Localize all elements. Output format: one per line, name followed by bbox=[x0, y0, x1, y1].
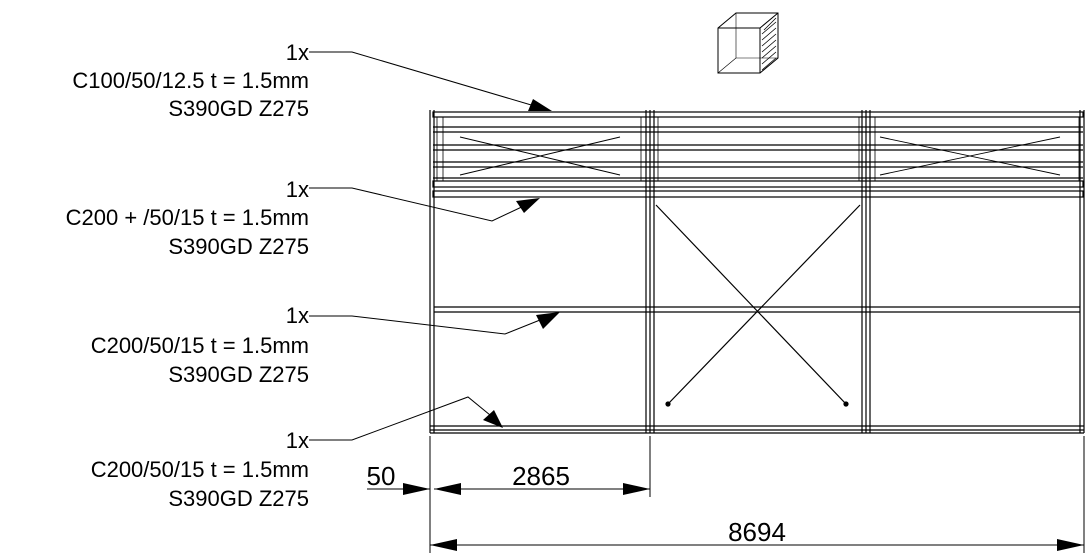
dim-offset-value: 50 bbox=[367, 461, 396, 491]
callout-4-material: S390GD Z275 bbox=[168, 486, 309, 511]
callout-3-leader bbox=[309, 315, 546, 335]
callout-3-profile: C200/50/15 t = 1.5mm bbox=[91, 333, 309, 358]
callout-2: 1x C200 + /50/15 t = 1.5mm S390GD Z275 bbox=[66, 177, 540, 259]
callout-4: 1x C200/50/15 t = 1.5mm S390GD Z275 bbox=[91, 396, 503, 511]
callout-1-qty: 1x bbox=[286, 40, 309, 65]
callout-3: 1x C200/50/15 t = 1.5mm S390GD Z275 bbox=[91, 303, 560, 387]
callout-4-arrowhead bbox=[483, 410, 503, 428]
callout-3-arrowhead bbox=[536, 312, 560, 329]
base-rail bbox=[430, 425, 1084, 434]
dimension-lines bbox=[367, 436, 1085, 553]
callout-4-leader bbox=[309, 396, 491, 441]
dim-8694-arrowhead-left bbox=[430, 539, 457, 551]
dim-total-width-value: 8694 bbox=[728, 517, 786, 547]
dim-50-arrowhead bbox=[403, 483, 430, 495]
callout-2-profile: C200 + /50/15 t = 1.5mm bbox=[66, 205, 309, 230]
callout-2-arrowhead bbox=[516, 198, 540, 213]
top-band-braces bbox=[459, 136, 1061, 176]
columns bbox=[429, 110, 1085, 433]
callout-4-profile: C200/50/15 t = 1.5mm bbox=[91, 457, 309, 482]
callout-2-material: S390GD Z275 bbox=[168, 234, 309, 259]
callout-2-leader bbox=[309, 187, 529, 222]
callout-3-qty: 1x bbox=[286, 303, 309, 328]
callout-1-profile: C100/50/12.5 t = 1.5mm bbox=[72, 68, 309, 93]
callout-1: 1x C100/50/12.5 t = 1.5mm S390GD Z275 bbox=[72, 40, 552, 121]
dim-2865-arrowhead-left bbox=[434, 483, 461, 495]
dim-8694-arrowhead-right bbox=[1057, 539, 1084, 551]
frame-elevation bbox=[429, 110, 1085, 434]
callout-1-material: S390GD Z275 bbox=[168, 96, 309, 121]
callout-2-qty: 1x bbox=[286, 177, 309, 202]
dim-bay-width-value: 2865 bbox=[512, 461, 570, 491]
callout-1-leader bbox=[309, 51, 539, 108]
callout-1-arrowhead bbox=[528, 99, 552, 111]
callout-4-qty: 1x bbox=[286, 428, 309, 453]
dim-2865-arrowhead-right bbox=[623, 483, 650, 495]
callout-3-material: S390GD Z275 bbox=[168, 362, 309, 387]
isometric-cube-icon bbox=[717, 12, 779, 74]
bay-cross-bracing bbox=[655, 204, 861, 407]
top-purlin-band bbox=[432, 111, 1084, 198]
